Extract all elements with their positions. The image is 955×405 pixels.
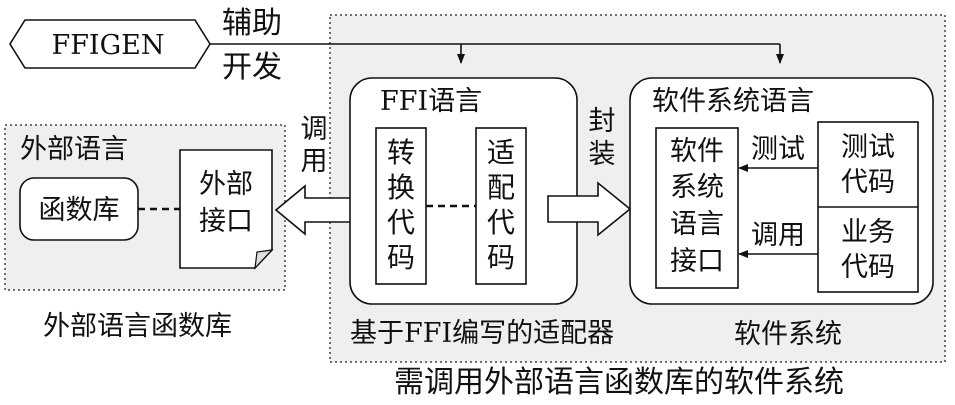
wrap-label-1: 封 [589,106,616,137]
business-code-line-1: 业务 [841,217,895,248]
outer-caption: 需调用外部语言函数库的软件系统 [394,365,844,400]
convert-code-char-3: 代 [387,206,415,239]
convert-code-char-1: 转 [387,136,415,169]
call-label-2: 用 [301,146,328,177]
adapt-code-char-2: 配 [487,171,515,204]
software-system-title: 软件系统语言 [652,86,814,117]
ffigen-label: FFIGEN [51,30,164,61]
language-interface-line-3: 语言 [670,209,724,240]
software-system-caption: 软件系统 [734,319,842,350]
language-interface-line-4: 接口 [670,246,724,277]
ffigen-aux-label-1: 辅助 [222,6,282,41]
language-interface-line-1: 软件 [670,136,724,167]
function-library-label: 函数库 [39,195,120,226]
external-interface-label-1: 外部 [199,169,253,200]
adapt-code-char-3: 代 [487,206,515,239]
wrap-block-arrow [547,181,632,237]
wrap-label-2: 装 [589,139,616,170]
adapter-caption: 基于FFI编写的适配器 [350,318,614,349]
ffigen-node [9,19,211,69]
adapt-code-box [475,127,527,285]
call-label-1: 调 [301,114,328,145]
ffigen-aux-label-2: 开发 [222,50,282,85]
language-interface-box [655,127,739,289]
external-interface-label-2: 接口 [199,206,253,237]
foreign-library-title: 外部语言 [20,134,128,165]
test-arrow-label: 测试 [751,134,805,165]
test-code-line-1: 测试 [841,132,895,163]
adapt-code-char-4: 码 [487,241,515,274]
foreign-library-caption: 外部语言函数库 [43,311,232,342]
business-code-line-2: 代码 [841,252,895,283]
adapt-code-char-1: 适 [487,136,515,169]
external-interface-fold [254,249,274,270]
language-interface-line-2: 系统 [670,172,724,203]
test-code-line-2: 代码 [841,167,895,198]
convert-code-char-2: 换 [387,171,415,204]
adapter-title: FFI语言 [380,86,482,117]
call-arrow-internal-label: 调用 [751,220,805,251]
convert-code-char-4: 码 [387,241,415,274]
